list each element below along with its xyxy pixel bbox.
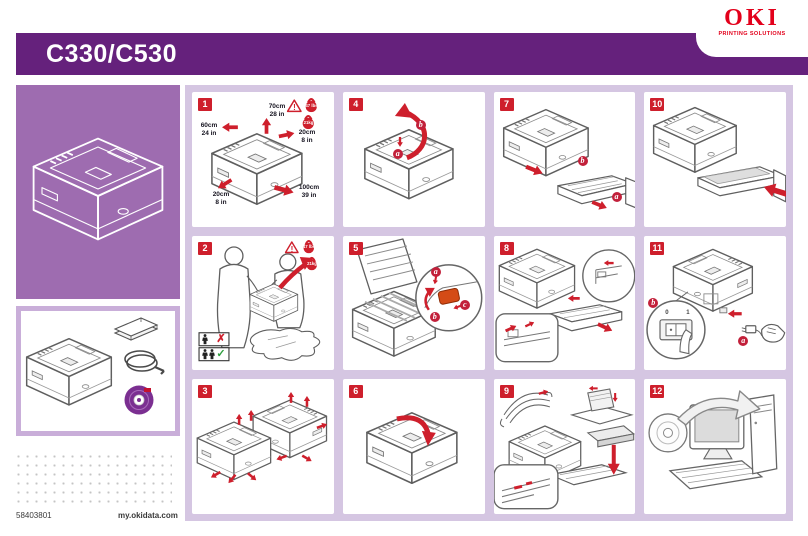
step-panel-11: 11 — [644, 235, 786, 371]
step-panel-2: 2 — [192, 235, 334, 371]
step-number-badge: 9 — [499, 385, 514, 399]
step-letter: b — [577, 156, 588, 166]
weight-kg-badge: 21kg — [303, 119, 314, 125]
switch-off-label: 0 — [665, 309, 669, 316]
clearance-bottom-right: 100cm 39 in — [298, 184, 320, 199]
step-panel-1: 1 70cm 28 in 60cm 24 in 20cm 8 in 20cm 8… — [192, 92, 334, 227]
warning-icon: ! — [290, 244, 294, 254]
step-number-badge: 8 — [499, 241, 514, 255]
step-number-badge: 3 — [198, 385, 212, 399]
step-number-badge: 7 — [499, 98, 514, 111]
step-number-badge: 10 — [650, 98, 665, 111]
load-paper-illustration — [493, 386, 635, 510]
step-number-badge: 5 — [348, 241, 363, 255]
step-panel-12: 12 — [644, 379, 786, 514]
clearance-bottom-left: 20cm 8 in — [212, 191, 230, 206]
clearance-right: 20cm 8 in — [298, 129, 316, 144]
warning-icon: ! — [293, 103, 296, 112]
step-number-badge: 4 — [348, 98, 363, 111]
step-panel-10: 10 — [644, 92, 786, 227]
switch-on-label: 1 — [686, 309, 690, 316]
dot-pattern — [14, 452, 172, 504]
website-url: my.okidata.com — [118, 511, 178, 520]
step-number-badge: 6 — [348, 385, 363, 399]
pull-tray-illustration — [502, 108, 636, 213]
step-letter: b — [429, 311, 440, 322]
step-number-badge: 2 — [198, 241, 212, 255]
remove-tape-illustration — [196, 392, 329, 486]
step-letter: b — [648, 297, 659, 308]
step-panel-9: 9 — [493, 379, 636, 514]
open-cover-illustration — [363, 102, 454, 200]
box-contents-panel — [16, 306, 180, 436]
clearance-left: 60cm 24 in — [200, 122, 218, 137]
one-person-cross-icon: ✗ — [216, 332, 226, 345]
header-bar: C330/C530 — [16, 33, 808, 75]
page-title: C330/C530 — [46, 40, 177, 68]
printer-outline-illustration — [32, 137, 164, 241]
lifting-illustration — [198, 239, 321, 361]
power-connection-illustration — [646, 248, 786, 360]
software-cd-icon — [124, 385, 154, 415]
power-cable-icon — [124, 350, 165, 375]
step-letter: a — [430, 266, 441, 277]
steps-grid: 1 70cm 28 in 60cm 24 in 20cm 8 in 20cm 8… — [185, 85, 793, 521]
step-letter: a — [392, 149, 403, 159]
brand-tagline: PRINTING SOLUTIONS — [718, 31, 786, 37]
install-cd-illustration — [648, 390, 778, 490]
hero-printer-panel — [16, 85, 180, 299]
weight-pounds-badge: 47 lbs — [305, 102, 318, 108]
box-contents-illustration — [25, 317, 165, 415]
step-number-badge: 12 — [650, 385, 665, 399]
step-letter: b — [415, 120, 426, 130]
step-panel-3: 3 — [192, 379, 334, 514]
step-letter: c — [459, 299, 470, 310]
step-panel-7: 7 b a — [493, 92, 636, 227]
insert-tray-illustration — [653, 106, 786, 203]
step-number-badge: 11 — [650, 241, 665, 255]
step-panel-4: 4 a b — [342, 92, 485, 227]
step-panel-8: 8 — [493, 235, 636, 371]
step-panel-6: 6 — [342, 379, 485, 514]
brand-block: OKI PRINTING SOLUTIONS — [696, 0, 808, 57]
clearance-top: 70cm 28 in — [268, 103, 286, 118]
close-cover-illustration — [365, 412, 458, 485]
step-number-badge: 1 — [198, 98, 212, 111]
weight-pounds-badge: 47 lbs — [302, 243, 316, 249]
part-number: 58403801 — [16, 511, 52, 520]
manual-booklet-icon — [113, 317, 159, 341]
paper-guides-illustration — [494, 248, 635, 363]
weight-kg-badge: 21kg — [307, 260, 317, 266]
step-panel-5: 5 a b c — [342, 235, 485, 371]
two-person-check-icon: ✓ — [216, 347, 226, 360]
oki-logo: OKI — [724, 5, 780, 31]
step-letter: a — [738, 335, 749, 346]
step-letter: a — [611, 192, 622, 202]
